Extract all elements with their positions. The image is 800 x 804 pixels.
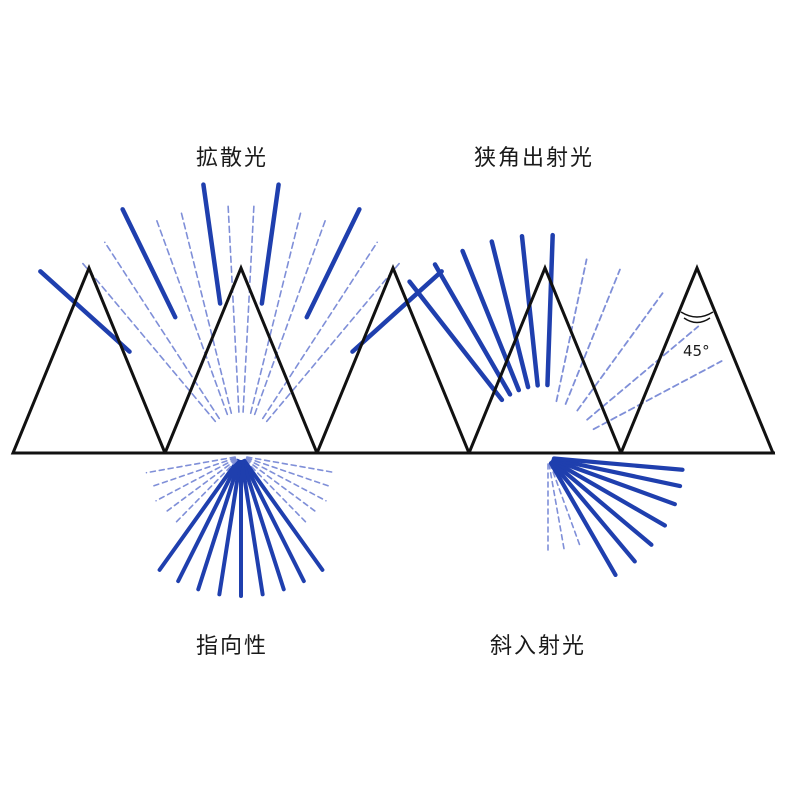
directivity-rays bbox=[145, 456, 337, 598]
diffuse-ray bbox=[154, 216, 229, 416]
oblique-incident-ray bbox=[551, 457, 683, 489]
prism-sheet bbox=[10, 264, 776, 455]
oblique-incident-ray bbox=[548, 461, 618, 578]
angle-arc-outer bbox=[680, 311, 714, 318]
directivity-ray bbox=[145, 456, 236, 474]
diffuse-ray bbox=[304, 207, 362, 320]
directivity-ray bbox=[157, 458, 240, 572]
narrow-angle-ray bbox=[432, 262, 513, 397]
narrow-angle-ray bbox=[592, 360, 723, 431]
narrow-angle-ray bbox=[545, 232, 555, 388]
diffuse-ray bbox=[261, 241, 378, 420]
diffuse-light-rays bbox=[38, 182, 444, 423]
diffuse-ray bbox=[249, 208, 303, 414]
diffuse-ray bbox=[253, 216, 328, 416]
prism-triangle bbox=[162, 264, 320, 455]
diffuse-ray bbox=[265, 259, 403, 423]
prism-triangle bbox=[314, 264, 472, 455]
oblique-incident-ray bbox=[549, 460, 637, 564]
prism-triangle bbox=[618, 264, 776, 455]
narrow-angle-rays bbox=[407, 232, 723, 431]
directivity-ray bbox=[176, 459, 241, 584]
narrow-angle-ray bbox=[576, 292, 664, 412]
directivity-ray bbox=[172, 459, 238, 526]
diffuse-ray bbox=[104, 241, 221, 420]
oblique-incident-ray bbox=[549, 462, 582, 549]
directivity-ray bbox=[245, 457, 333, 488]
directivity-ray bbox=[196, 459, 242, 592]
diffuse-ray bbox=[227, 201, 240, 413]
oblique-incident-rays bbox=[547, 456, 685, 578]
directivity-ray bbox=[163, 458, 237, 515]
oblique-incident-light-label: 斜入射光 bbox=[490, 634, 587, 659]
narrow-angle-ray bbox=[460, 248, 522, 393]
narrow-angle-ray bbox=[519, 233, 540, 388]
narrow-angle-ray bbox=[586, 325, 700, 421]
diffuse-ray bbox=[79, 259, 217, 423]
oblique-incident-ray bbox=[551, 458, 668, 528]
prism-triangle bbox=[10, 264, 168, 455]
oblique-incident-ray bbox=[551, 457, 677, 507]
directivity-ray bbox=[242, 458, 325, 572]
diffuse-ray bbox=[201, 182, 223, 306]
directivity-ray bbox=[241, 459, 306, 584]
narrow-angle-ray bbox=[407, 279, 505, 403]
narrow-angle-ray bbox=[489, 239, 531, 390]
diffuse-ray bbox=[259, 182, 281, 306]
angle-arc-inner bbox=[683, 317, 711, 324]
diffuse-ray bbox=[179, 208, 233, 414]
directivity-ray bbox=[246, 456, 337, 474]
diffuse-ray bbox=[120, 207, 178, 320]
diffuse-ray bbox=[242, 201, 255, 413]
directivity-ray bbox=[217, 459, 243, 597]
oblique-incident-ray bbox=[548, 463, 566, 553]
directivity-ray bbox=[149, 457, 237, 488]
narrow-angle-light-label: 狭角出射光 bbox=[474, 146, 595, 171]
apex-angle-marker: 45° bbox=[680, 311, 714, 360]
oblique-incident-ray bbox=[550, 459, 654, 547]
narrow-angle-ray bbox=[564, 268, 621, 405]
diffuse-ray bbox=[350, 269, 444, 354]
directivity-ray bbox=[239, 459, 265, 597]
apex-angle-label: 45° bbox=[683, 342, 710, 360]
directivity-ray bbox=[240, 459, 286, 592]
directivity-ray bbox=[244, 459, 310, 526]
directivity-ray bbox=[245, 457, 327, 502]
diffuse-light-label: 拡散光 bbox=[196, 146, 269, 171]
diffuse-ray bbox=[38, 269, 132, 354]
directivity-ray bbox=[155, 457, 237, 502]
oblique-incident-ray bbox=[551, 456, 685, 472]
directivity-label: 指向性 bbox=[196, 634, 269, 659]
directivity-ray bbox=[245, 458, 319, 515]
